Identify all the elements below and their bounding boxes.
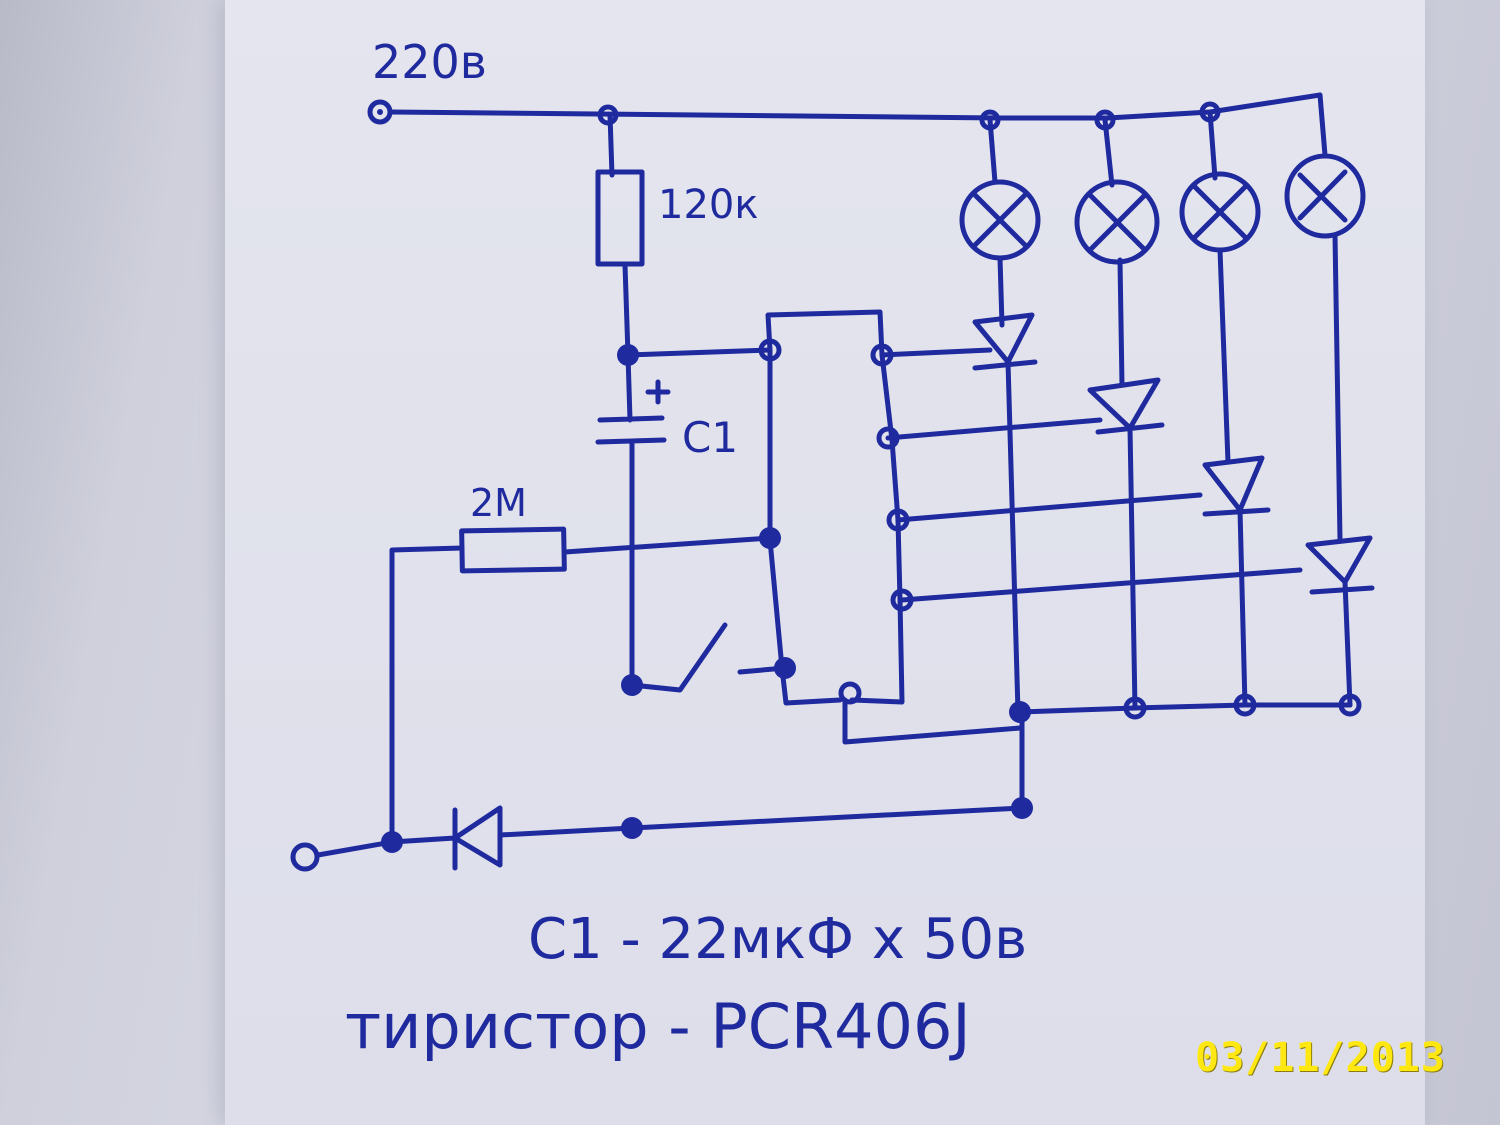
resistor-top-wire [607, 112, 631, 358]
note-thyristor: тиристор - PCR406J [345, 990, 971, 1063]
wire-output-1 [879, 347, 993, 358]
diode-input [389, 805, 503, 871]
label-resistor-left: 2М [470, 481, 527, 525]
date-stamp: 03/11/2013 [1195, 1035, 1446, 1081]
common-line [842, 697, 1353, 745]
channel-1 [959, 117, 1041, 715]
thyristor-icon [1305, 535, 1375, 708]
supply-terminal [367, 99, 393, 125]
lamp-icon [959, 179, 1041, 261]
capacitor-c1 [595, 352, 667, 688]
label-resistor-top: 120к [658, 182, 759, 228]
thyristor-icon [1087, 377, 1165, 711]
label-supply: 220в [372, 35, 487, 89]
resistor-2m [459, 526, 567, 574]
top-rail-wire [387, 92, 1323, 121]
junction-switch-left [621, 674, 643, 696]
wire-output-4 [899, 567, 1303, 603]
lamp-icon [1284, 153, 1366, 239]
capacitor-plus-sign [645, 379, 671, 405]
channel-4 [1284, 92, 1375, 708]
lamp-icon [1179, 171, 1261, 253]
wire-cap-to-chip [625, 347, 773, 358]
chip-pins [758, 338, 914, 705]
thyristor-icon [972, 312, 1038, 715]
label-capacitor: С1 [682, 413, 738, 462]
wire-output-2 [885, 417, 1103, 441]
channel-2 [1074, 117, 1165, 711]
chip-body [765, 309, 905, 706]
junction-bottom-mid [621, 817, 643, 839]
bottom-rail-wire [315, 709, 1025, 858]
note-capacitor: С1 - 22мкФ х 50в [528, 907, 1027, 972]
lamp-icon [1074, 179, 1160, 265]
paper-sheet [225, 0, 1425, 1125]
wire-2m-left [389, 535, 773, 843]
junction-cap-top [617, 344, 639, 366]
junction-bottom-right [1011, 797, 1033, 819]
thyristor-icon [1202, 455, 1271, 708]
bottom-terminal [290, 842, 320, 872]
switch [629, 622, 788, 693]
wire-output-3 [895, 492, 1203, 523]
resistor-top [595, 169, 645, 267]
channel-3 [1179, 109, 1271, 708]
